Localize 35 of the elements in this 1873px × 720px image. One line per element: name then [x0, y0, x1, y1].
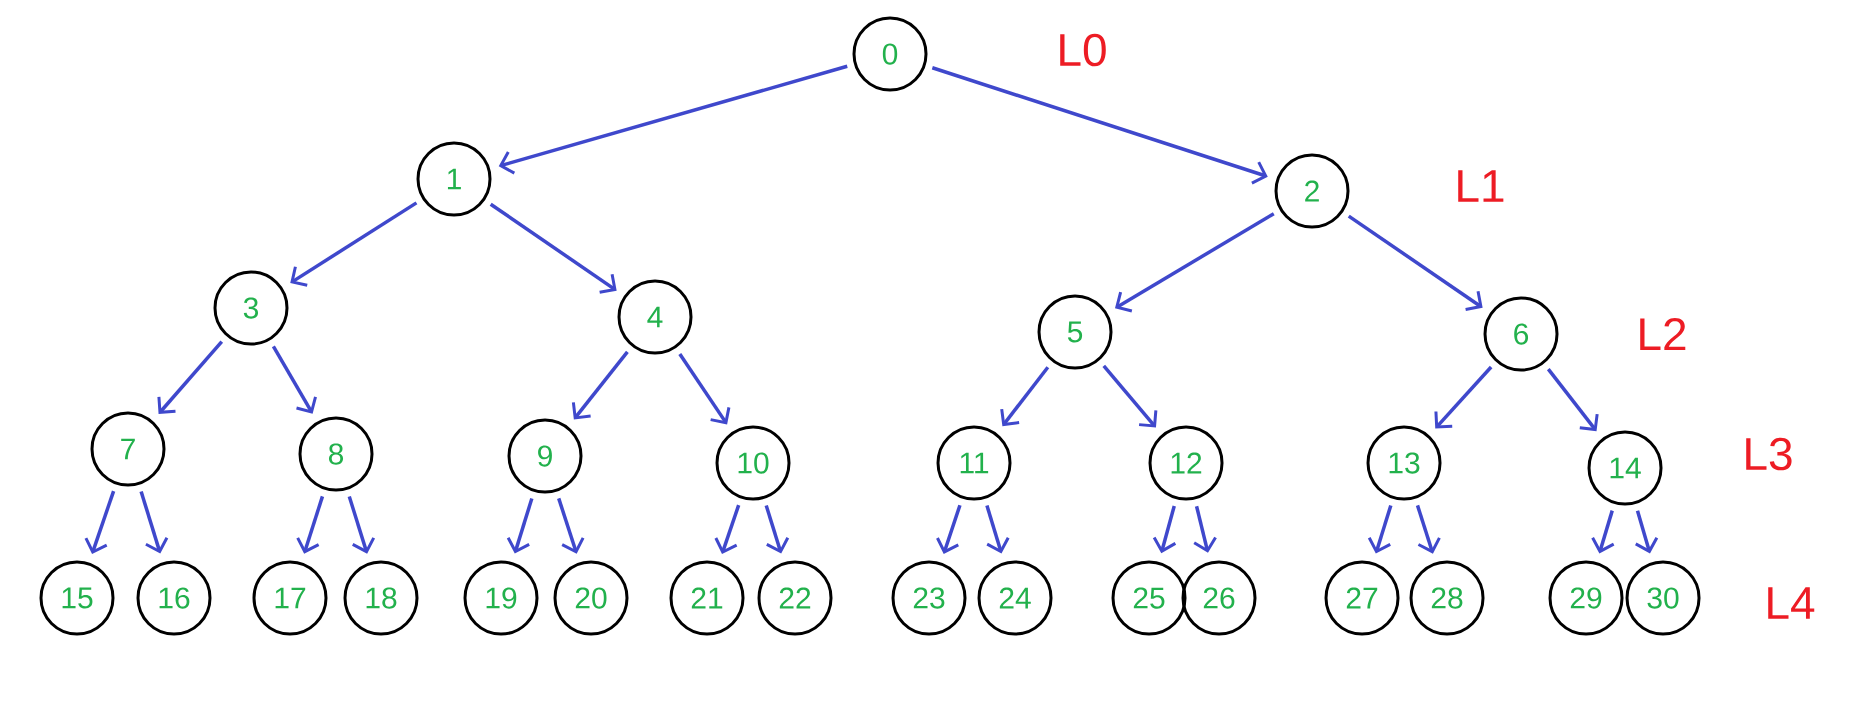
arrow [714, 504, 741, 554]
level-label: L3 [1746, 437, 1792, 471]
arrow [498, 64, 848, 175]
arrow [557, 497, 585, 554]
arrow [139, 491, 169, 554]
arrow [1102, 364, 1158, 428]
arrow [985, 505, 1010, 554]
arrow [506, 498, 534, 554]
arrow [764, 504, 790, 554]
arrow [1193, 505, 1217, 553]
arrow [1415, 504, 1441, 554]
arrow [84, 490, 116, 554]
arrow [347, 495, 376, 554]
level-label: L4 [1768, 587, 1815, 619]
arrow [571, 350, 629, 420]
arrow [157, 340, 224, 414]
arrow [1152, 505, 1177, 554]
arrow [1000, 366, 1050, 427]
arrow [1591, 510, 1615, 554]
arrow [1546, 368, 1599, 432]
arrow [1434, 365, 1493, 429]
arrow [1635, 510, 1659, 554]
arrow [1114, 212, 1275, 313]
level-label: L0 [1060, 33, 1106, 67]
arrow [1347, 214, 1483, 311]
level-label: L2 [1640, 317, 1686, 351]
arrow [296, 495, 325, 554]
arrow [271, 345, 317, 414]
arrow [1367, 504, 1393, 554]
arrow [489, 202, 617, 294]
level-label: L1 [1458, 170, 1504, 202]
arrow [678, 352, 731, 425]
arrow [936, 504, 962, 554]
arrow [931, 66, 1268, 185]
arrow [290, 201, 418, 287]
